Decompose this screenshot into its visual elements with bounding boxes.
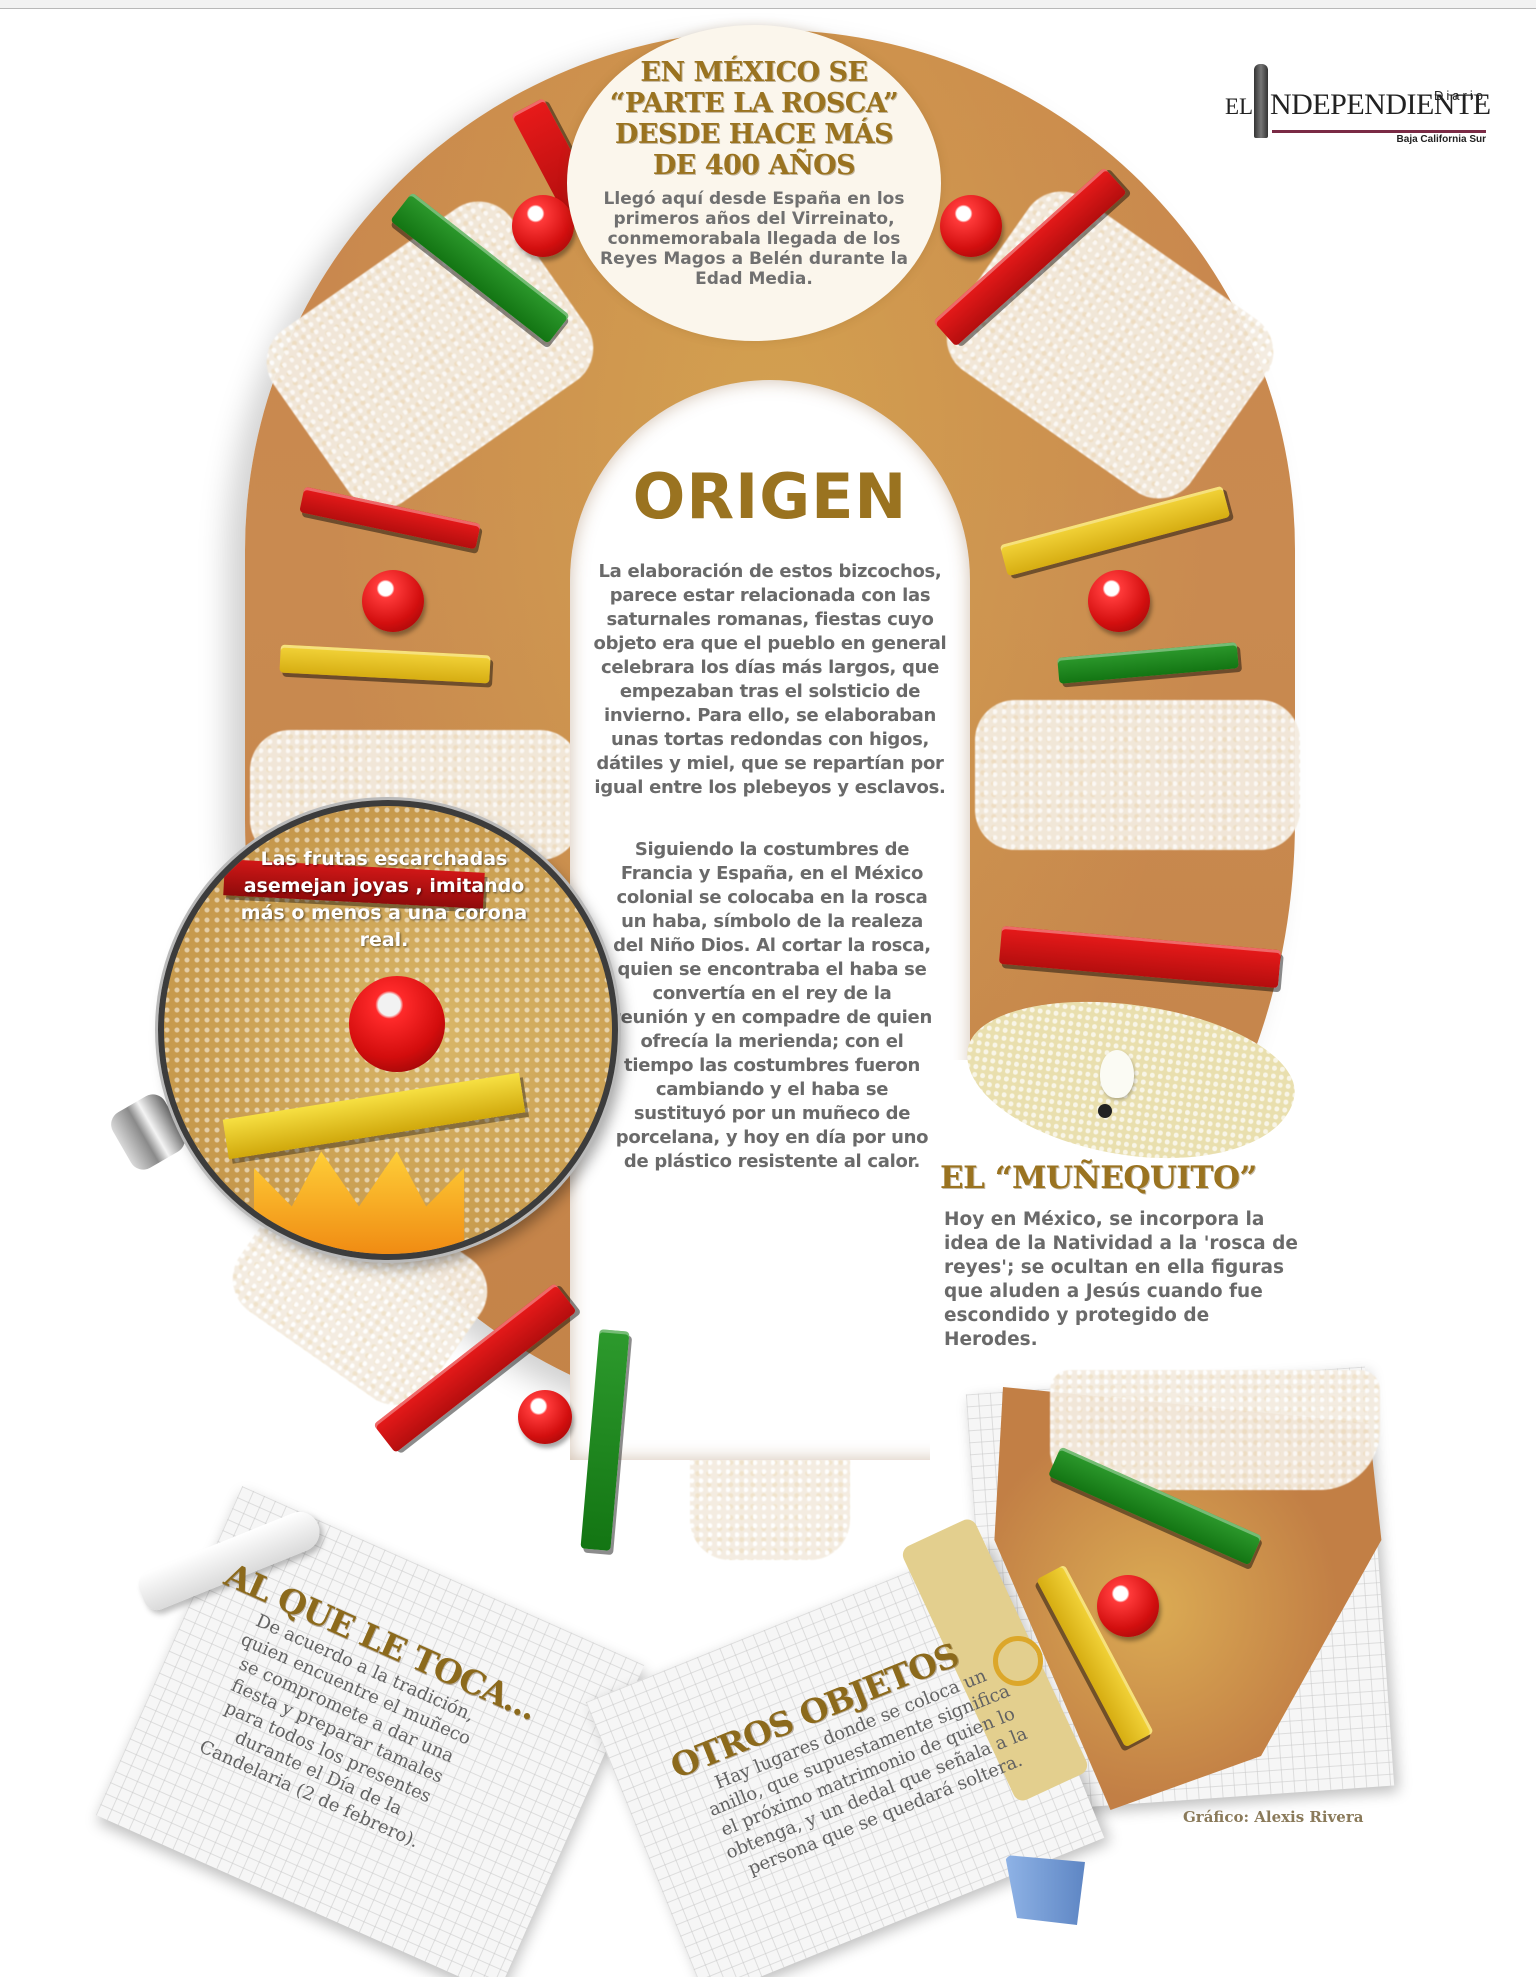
sugar-topping [250, 730, 580, 860]
logo-overline: Diario [1434, 88, 1486, 103]
rosca-center-hole [570, 380, 970, 1460]
cherry [518, 1390, 572, 1444]
intro-body: Llegó aquí desde España en los primeros … [600, 189, 908, 289]
intro-circle: EN MÉXICO SE “PARTE LA ROSCA” DESDE HACE… [567, 25, 941, 341]
cherry [349, 976, 445, 1072]
magnifying-glass-icon: Las frutas escarchadas asemejan joyas , … [158, 800, 618, 1260]
ring-icon [993, 1636, 1043, 1686]
intro-title-line: EN MÉXICO SE [640, 57, 868, 88]
crown-icon [254, 1151, 464, 1254]
baby-figurine-icon [1100, 1050, 1134, 1098]
thimble-icon [1005, 1855, 1085, 1925]
origen-heading: ORIGEN [632, 460, 908, 533]
cherry [940, 195, 1002, 257]
newspaper-logo[interactable]: EL NDEPENDIENTE Diario Baja California S… [1220, 62, 1491, 145]
sugar-topping [975, 700, 1300, 850]
graphic-credit: Gráfico: Alexis Rivera [1183, 1808, 1364, 1826]
logo-name: NDEPENDIENTE [1270, 88, 1491, 121]
logo-prefix: EL [1225, 94, 1254, 119]
intro-title-line: “PARTE LA ROSCA” [609, 88, 899, 119]
logo-rule [1272, 130, 1486, 133]
candied-fruit-yellow [222, 1072, 526, 1160]
cherry [1088, 570, 1150, 632]
cherry [1097, 1575, 1159, 1637]
pointer-dot [1098, 1104, 1112, 1118]
intro-title-line: DE 400 AÑOS [652, 150, 856, 181]
logo-subtitle: Baja California Sur [1396, 134, 1486, 145]
magnifier-caption: Las frutas escarchadas asemejan joyas , … [240, 848, 528, 951]
munequito-body: Hoy en México, se incorpora la idea de l… [944, 1209, 1298, 1350]
angel-monument-icon [1254, 64, 1268, 138]
intro-title: EN MÉXICO SE “PARTE LA ROSCA” DESDE HACE… [567, 57, 941, 181]
origen-paragraph-1: La elaboración de estos bizcochos, parec… [593, 561, 947, 798]
intro-title-line: DESDE HACE MÁS [614, 119, 894, 150]
top-bar [0, 0, 1536, 9]
cherry [362, 570, 424, 632]
cherry [512, 195, 574, 257]
origen-paragraph-2: Siguiendo la costumbres de Francia y Esp… [612, 839, 932, 1172]
munequito-heading: EL “MUÑEQUITO” [940, 1160, 1257, 1196]
